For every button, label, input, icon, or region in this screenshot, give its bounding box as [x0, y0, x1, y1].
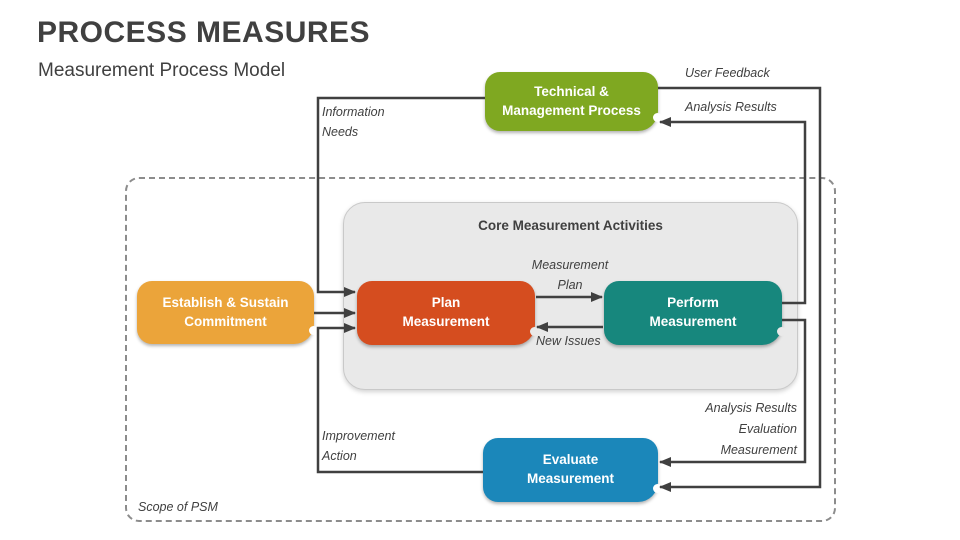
node-label: Establish & Sustain Commitment — [162, 294, 289, 329]
label-improvement-action: Improvement Action — [322, 429, 395, 463]
node-establish-sustain-commitment: Establish & Sustain Commitment — [137, 281, 318, 344]
label-analysis-results-evaluation-measurement: Analysis Results Evaluation Measurement — [705, 401, 797, 457]
page-subtitle: Measurement Process Model — [38, 60, 286, 81]
core-container-title: Core Measurement Activities — [478, 218, 663, 233]
page-title: PROCESS MEASURES — [37, 16, 371, 49]
node-label: Evaluate Measurement — [526, 452, 615, 486]
node-technical-management-process: Technical & Management Process — [485, 72, 662, 131]
label-measurement-plan: Measurement Plan — [531, 258, 609, 292]
label-user-feedback: User Feedback — [685, 66, 770, 80]
node-label: Plan Measurement — [402, 295, 490, 329]
node-evaluate-measurement: Evaluate Measurement — [483, 438, 662, 502]
label-new-issues: New Issues — [536, 334, 601, 348]
label-analysis-results: Analysis Results — [685, 100, 777, 114]
node-label: Perform Measurement — [649, 295, 737, 329]
label-information-needs: Information Needs — [322, 105, 385, 139]
label-scope-of-psm: Scope of PSM — [138, 500, 218, 514]
node-label: Technical & Management Process — [502, 83, 641, 118]
